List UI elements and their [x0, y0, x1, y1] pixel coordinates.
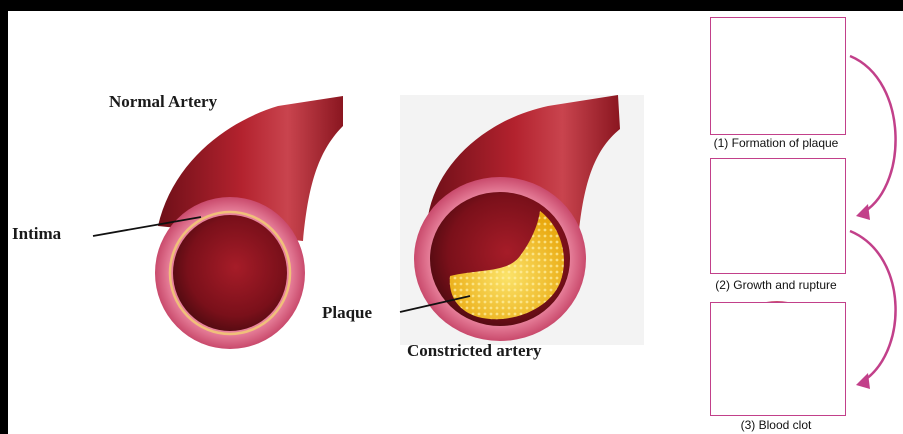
- normal-artery-figure: [155, 96, 343, 349]
- plaque-label: Plaque: [322, 303, 372, 323]
- stage-3-caption: (3) Blood clot: [676, 418, 876, 432]
- stage-1-box: [710, 17, 846, 135]
- normal-artery-label: Normal Artery: [109, 92, 217, 112]
- stage-1-caption: (1) Formation of plaque: [676, 136, 876, 150]
- arrow-head-2: [856, 373, 870, 389]
- diagram-canvas: Normal Artery Intima Plaque Constricted …: [8, 11, 903, 434]
- progression-arrows: [850, 56, 896, 383]
- stage-2-box: [710, 158, 846, 274]
- arrow-stage-1-to-2: [850, 56, 896, 214]
- stage-2-caption: (2) Growth and rupture: [676, 278, 876, 292]
- arrow-stage-2-to-3: [850, 231, 896, 383]
- arrow-head-1: [856, 204, 870, 220]
- stage-3-box: [710, 302, 846, 416]
- normal-artery-lumen: [173, 215, 287, 331]
- intima-label: Intima: [12, 224, 61, 244]
- constricted-artery-label: Constricted artery: [407, 341, 542, 361]
